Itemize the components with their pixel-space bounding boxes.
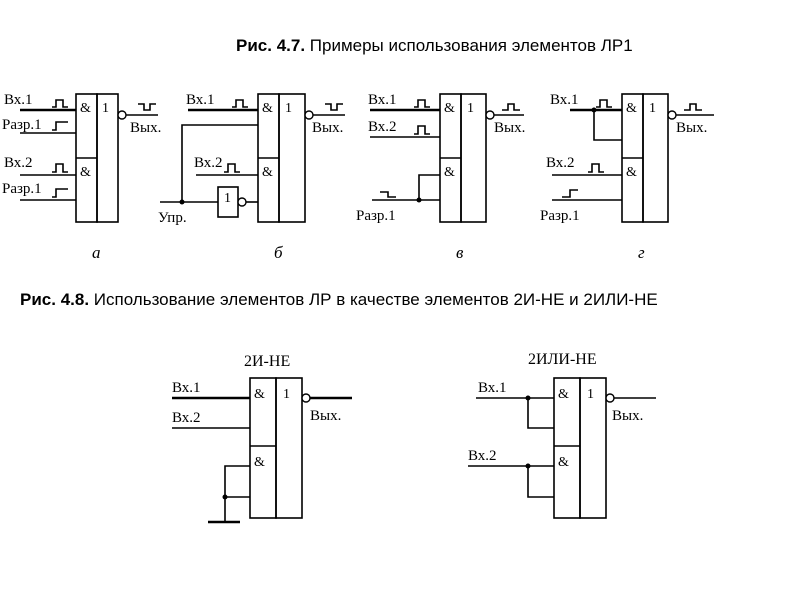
- output-label: Вых.: [130, 120, 161, 136]
- figure-4-7-title: Примеры использования элементов ЛР1: [309, 36, 633, 55]
- figure-4-7-number: Рис. 4.7.: [236, 36, 306, 55]
- or-symbol: 1: [587, 387, 594, 402]
- figure-4-8-number: Рис. 4.8.: [20, 290, 90, 309]
- pulse-icon: [414, 125, 430, 135]
- and-symbol: &: [444, 165, 455, 180]
- circuit-title: 2И-НЕ: [244, 353, 290, 370]
- input-1-label: Вх.1: [4, 92, 33, 108]
- or-block: [275, 377, 303, 519]
- step-icon: [52, 121, 68, 131]
- step-icon: [562, 189, 578, 198]
- and-symbol: &: [80, 165, 91, 180]
- input-2-label: Вх.2: [546, 155, 575, 171]
- or-symbol: 1: [649, 101, 656, 116]
- and-symbol: &: [80, 101, 91, 116]
- sub-label-v: в: [456, 243, 464, 262]
- input-2-label: Вх.2: [368, 119, 397, 135]
- inverter-bubble: [304, 110, 314, 120]
- circuit-b: & & 1 Вх.1 Вх.2 1 Упр. Вых. б: [158, 92, 345, 262]
- figure-4-8-title: Использование элементов ЛР в качестве эл…: [93, 290, 658, 309]
- sub-label-a: а: [92, 243, 101, 262]
- enable-1-label: Разр.1: [2, 117, 42, 133]
- or-symbol: 1: [467, 101, 474, 116]
- circuit-title: 2ИЛИ-НЕ: [528, 351, 597, 368]
- and-symbol: &: [262, 101, 273, 116]
- pulse-icon: [232, 99, 248, 108]
- or-symbol: 1: [102, 101, 109, 116]
- input-1-label: Вх.1: [550, 92, 579, 108]
- output-label: Вых.: [312, 120, 343, 136]
- figure-4-8-caption: Рис. 4.8. Использование элементов ЛР в к…: [20, 290, 658, 310]
- pulse-icon: [588, 163, 604, 173]
- input-1-label: Вх.1: [186, 92, 215, 108]
- pulse-icon: [502, 103, 520, 111]
- inverter-bubble: [485, 110, 495, 120]
- output-label: Вых.: [310, 408, 341, 424]
- and-symbol: &: [254, 387, 265, 402]
- and-symbol: &: [254, 455, 265, 470]
- input-1-label: Вх.1: [368, 92, 397, 108]
- and-symbol: &: [626, 165, 637, 180]
- and-symbol: &: [558, 387, 569, 402]
- or-symbol: 1: [283, 387, 290, 402]
- inverter-bubble: [301, 393, 311, 403]
- or-symbol: 1: [285, 101, 292, 116]
- step-icon: [52, 188, 68, 198]
- sub-label-g: г: [638, 243, 645, 262]
- inverter-symbol: 1: [224, 191, 231, 206]
- pulse-icon: [684, 103, 702, 111]
- figure-4-7-caption: Рис. 4.7. Примеры использования элементо…: [236, 36, 633, 56]
- pulse-icon: [414, 99, 430, 108]
- pulse-icon: [224, 163, 240, 173]
- inverter-bubble: [237, 197, 247, 207]
- or-block: [278, 93, 306, 223]
- pulse-icon: [138, 103, 156, 111]
- input-2-label: Вх.2: [172, 410, 201, 426]
- inverter-bubble: [117, 110, 127, 120]
- pulse-icon: [325, 103, 343, 111]
- and-symbol: &: [262, 165, 273, 180]
- circuit-2or-not: 2ИЛИ-НЕ & & 1 Вх.1 Вх.2 Вых.: [468, 351, 656, 519]
- and-symbol: &: [558, 455, 569, 470]
- input-2-label: Вх.2: [194, 155, 223, 171]
- input-2-label: Вх.2: [4, 155, 33, 171]
- enable-label: Разр.1: [540, 208, 580, 224]
- circuit-a: & & 1 Вх.1 Разр.1 Вх.2 Разр.1 Вых. а: [2, 92, 161, 262]
- control-label: Упр.: [158, 210, 187, 226]
- input-2-label: Вх.2: [468, 448, 497, 464]
- pulse-icon: [52, 99, 68, 108]
- output-label: Вых.: [676, 120, 707, 136]
- output-label: Вых.: [494, 120, 525, 136]
- step-icon: [380, 191, 396, 198]
- enable-label: Разр.1: [356, 208, 396, 224]
- output-label: Вых.: [612, 408, 643, 424]
- circuit-v: & & 1 Вх.1 Вх.2 Разр.1 Вых. в: [356, 92, 525, 262]
- pulse-icon: [52, 163, 68, 173]
- inverter-bubble: [667, 110, 677, 120]
- pulse-icon: [596, 99, 612, 108]
- and-symbol: &: [444, 101, 455, 116]
- input-1-label: Вх.1: [478, 380, 507, 396]
- and-symbol: &: [626, 101, 637, 116]
- inverter-bubble: [605, 393, 615, 403]
- sub-label-b: б: [274, 243, 283, 262]
- input-1-label: Вх.1: [172, 380, 201, 396]
- circuit-g: & & 1 Вх.1 Вх.2 Разр.1 Вых. г: [540, 92, 714, 262]
- enable-2-label: Разр.1: [2, 181, 42, 197]
- circuit-2and-not: 2И-НЕ & & 1 Вх.1 Вх.2 Вых.: [172, 353, 352, 524]
- or-block: [579, 377, 607, 519]
